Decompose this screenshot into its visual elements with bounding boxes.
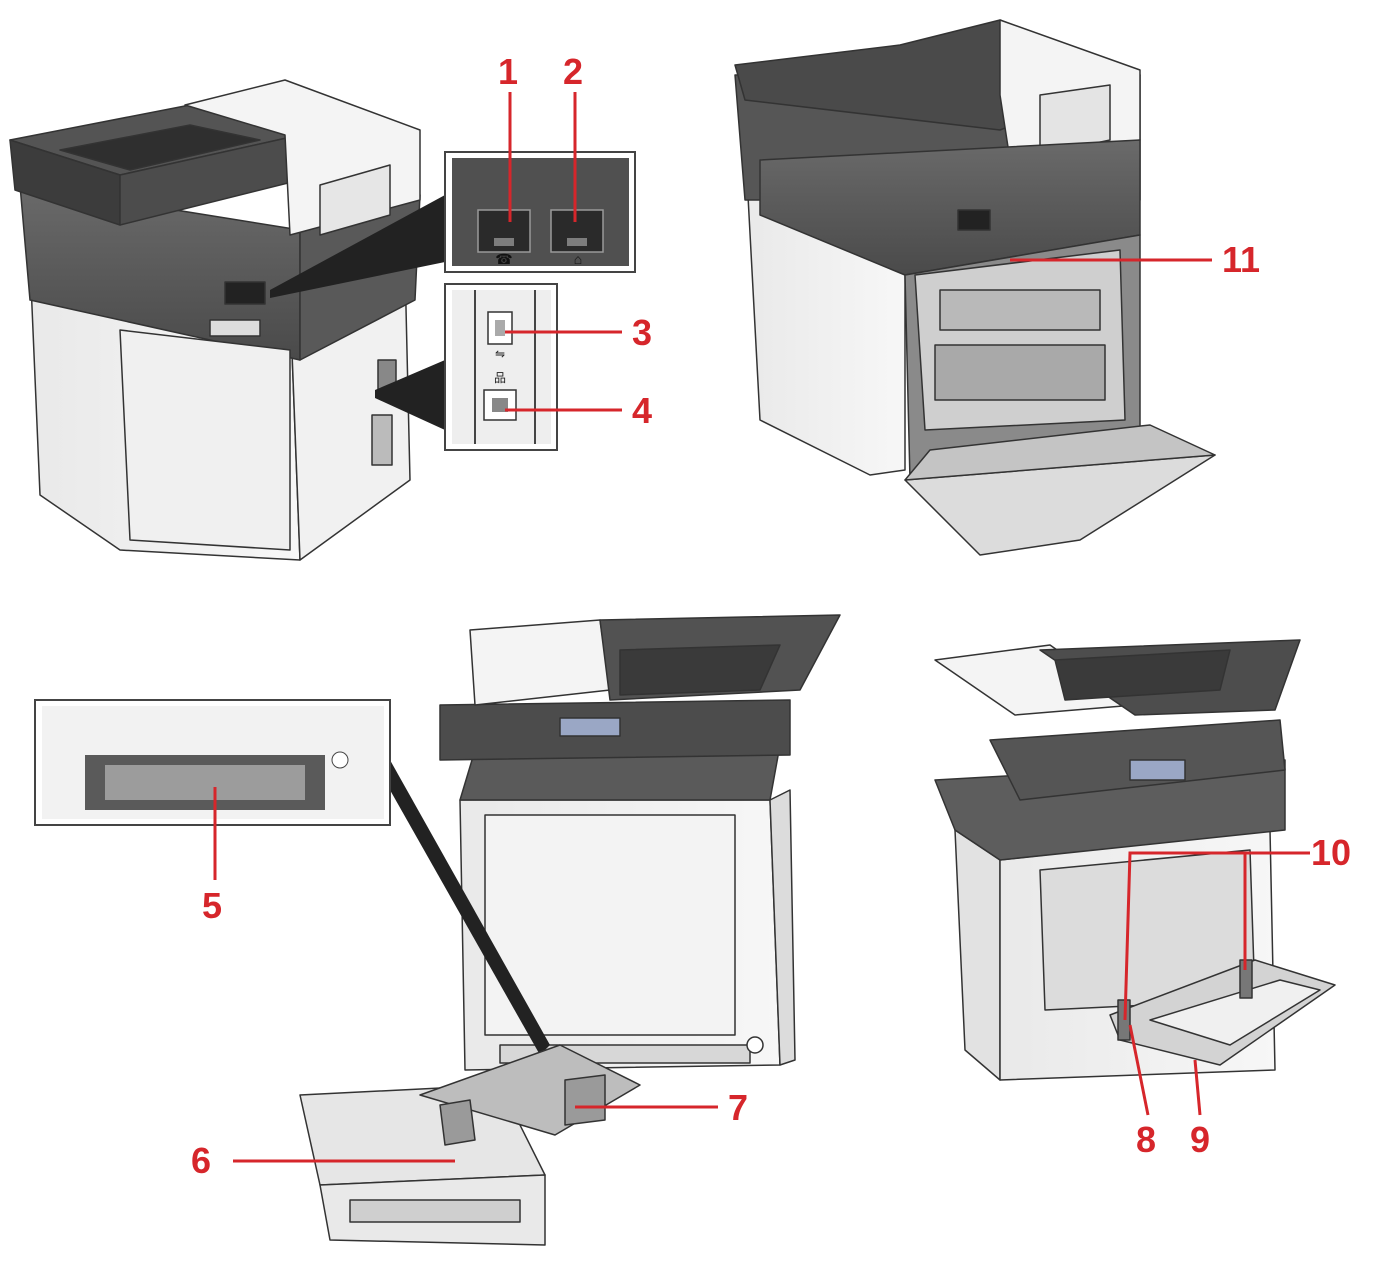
callout-11: 11 bbox=[1222, 239, 1261, 280]
callout-10: 10 bbox=[1311, 832, 1352, 873]
inset-feed-area bbox=[34, 699, 550, 1055]
callout-6: 6 bbox=[191, 1140, 212, 1181]
callout-3: 3 bbox=[632, 312, 653, 353]
leader-lines bbox=[213, 92, 1310, 1163]
callout-5: 5 bbox=[202, 885, 223, 926]
inset-phone-jacks: ☎ ⌂ bbox=[270, 151, 636, 298]
callout-8: 8 bbox=[1136, 1119, 1157, 1160]
callout-4: 4 bbox=[632, 390, 653, 431]
inset-usb-lan-ports: ⇋ 品 bbox=[375, 283, 558, 451]
callout-2: 2 bbox=[563, 51, 584, 92]
leader-line-10 bbox=[1123, 851, 1310, 1021]
rear-view-printer bbox=[9, 79, 421, 561]
front-view-printer bbox=[439, 614, 841, 1071]
leader-line-8 bbox=[1128, 1024, 1150, 1116]
network-icon: 品 bbox=[494, 371, 506, 385]
usb-icon: ⇋ bbox=[495, 347, 505, 361]
open-rear-door-printer bbox=[734, 19, 1216, 556]
callout-7: 7 bbox=[728, 1087, 749, 1128]
leader-line-9 bbox=[1193, 1059, 1202, 1116]
paper-cassette bbox=[299, 1044, 641, 1246]
callout-9: 9 bbox=[1190, 1119, 1211, 1160]
home-icon: ⌂ bbox=[574, 251, 582, 267]
mp-tray-printer bbox=[934, 639, 1336, 1081]
phone-icon: ☎ bbox=[495, 251, 512, 267]
callout-1: 1 bbox=[498, 51, 519, 92]
